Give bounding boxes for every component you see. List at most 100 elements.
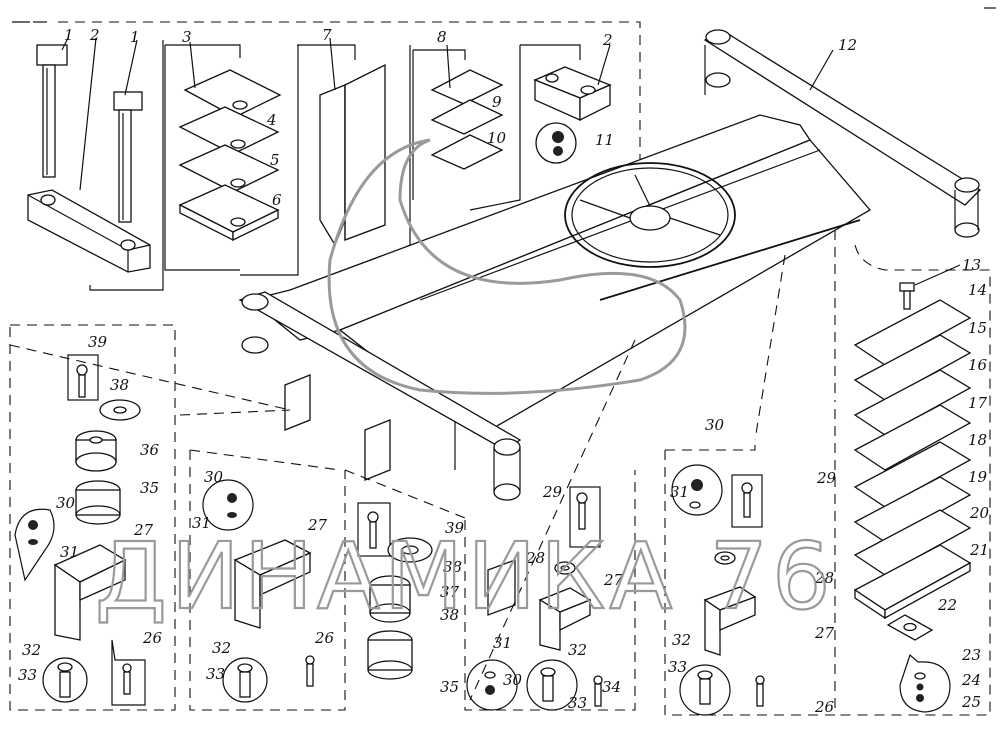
callout-21: 21 xyxy=(969,541,989,559)
callout-33a: 33 xyxy=(18,666,37,684)
plate-part-37 xyxy=(487,559,516,616)
callout-38b: 38 xyxy=(443,558,462,576)
nut-detail-part-11 xyxy=(535,122,577,164)
bolt-part-39-center xyxy=(357,502,391,557)
callout-2b: 2 xyxy=(602,31,613,49)
callout-labels: 1 2 1 3 4 5 6 7 8 9 10 2 11 12 13 14 15 … xyxy=(18,26,990,716)
watermark-text: ДИНАМИКА 76 xyxy=(95,523,835,630)
callout-27b: 27 xyxy=(307,516,328,534)
callout-18: 18 xyxy=(968,431,987,449)
callout-9: 9 xyxy=(492,93,502,111)
bracket-middle-left xyxy=(189,449,346,711)
callout-24: 24 xyxy=(961,671,981,689)
callout-8: 8 xyxy=(437,28,447,46)
nut-detail-30-31-middle xyxy=(202,479,254,531)
callout-22: 22 xyxy=(937,596,957,614)
bracket-8-10 xyxy=(412,49,466,200)
bolt-part-26-right xyxy=(755,675,765,707)
callout-23: 23 xyxy=(961,646,981,664)
callout-38c: 38 xyxy=(440,606,459,624)
plate-stack-14-21 xyxy=(853,299,972,620)
callout-1b: 1 xyxy=(130,28,140,46)
callout-29a: 29 xyxy=(542,483,563,501)
callout-14: 14 xyxy=(968,281,987,299)
bracket-right xyxy=(664,400,836,716)
callout-11: 11 xyxy=(595,131,614,149)
bracket-left-lower xyxy=(9,324,176,711)
washer-part-28-center xyxy=(554,561,576,575)
callout-38a: 38 xyxy=(110,376,129,394)
bracket-13-25 xyxy=(830,244,991,716)
bolt-part-26-left xyxy=(111,639,146,706)
callout-15: 15 xyxy=(968,319,987,337)
leader-lines xyxy=(61,37,961,286)
bolt-part-39-left xyxy=(67,354,99,401)
callout-29b: 29 xyxy=(816,469,837,487)
bracket-2-11 xyxy=(469,44,581,211)
bracket-part-27-middle xyxy=(233,539,312,629)
fitting-detail-32-33-right xyxy=(679,664,731,716)
callout-35a: 35 xyxy=(140,479,159,497)
main-frame-part-12 xyxy=(238,29,982,501)
callout-31c: 31 xyxy=(493,634,512,652)
callout-30c: 30 xyxy=(503,671,523,689)
bracket-1-2 xyxy=(89,40,164,291)
callout-2a: 2 xyxy=(89,26,100,44)
bushing-part-36-left xyxy=(75,430,117,472)
bolt-part-26-middle xyxy=(305,655,315,687)
plate-stack-3-6 xyxy=(178,69,282,242)
bolt-part-34 xyxy=(593,675,603,707)
callout-33c: 33 xyxy=(568,694,587,712)
plate-stack-8-10 xyxy=(430,69,504,170)
callout-31a: 31 xyxy=(60,543,79,561)
callout-33b: 33 xyxy=(206,665,225,683)
callout-27c: 27 xyxy=(603,571,624,589)
bushing-part-36-center xyxy=(369,575,411,623)
callout-5: 5 xyxy=(270,151,280,169)
callout-30d: 30 xyxy=(705,416,725,434)
nut-detail-30-31-right xyxy=(671,464,723,516)
callout-20: 20 xyxy=(969,504,990,522)
callout-32d: 32 xyxy=(672,631,691,649)
callout-36a: 36 xyxy=(140,441,160,459)
bracket-part-27-right xyxy=(703,586,757,656)
callout-13: 13 xyxy=(962,256,981,274)
angle-part-7 xyxy=(319,63,386,247)
callout-30b: 30 xyxy=(204,468,224,486)
bolt-part-29-center xyxy=(569,486,601,548)
fitting-detail-32-33-left xyxy=(42,657,88,703)
bolt-part-1-right xyxy=(113,91,143,223)
callout-19: 19 xyxy=(968,468,988,486)
callout-35b: 35 xyxy=(440,678,459,696)
nut-detail-30-31-center xyxy=(466,659,518,711)
bolt-part-1-left xyxy=(36,44,68,178)
bracket-group-3-6-right xyxy=(240,45,299,276)
callout-32b: 32 xyxy=(212,639,231,657)
fastener-detail-23-25 xyxy=(899,653,951,713)
callout-26d: 26 xyxy=(814,698,835,716)
callout-1a: 1 xyxy=(64,26,74,44)
callout-12: 12 xyxy=(838,36,857,54)
callout-33d: 33 xyxy=(668,658,687,676)
callout-31b: 31 xyxy=(192,514,211,532)
bracket-7 xyxy=(297,44,356,60)
callout-17: 17 xyxy=(968,394,988,412)
washer-part-38-center xyxy=(387,537,433,563)
callout-39b: 39 xyxy=(445,519,465,537)
callout-37: 37 xyxy=(440,583,460,601)
fitting-detail-32-33-center xyxy=(526,659,578,711)
bolt-part-29-right xyxy=(731,474,763,528)
callout-31d: 31 xyxy=(670,483,689,501)
callout-28b: 28 xyxy=(814,569,834,587)
washer-plate-part-22 xyxy=(886,614,934,641)
callout-30a: 30 xyxy=(56,494,76,512)
bolt-part-13 xyxy=(899,282,915,310)
assembly-lines xyxy=(9,230,836,701)
callout-28a: 28 xyxy=(525,549,545,567)
callout-3: 3 xyxy=(182,28,192,46)
bracket-part-27-left xyxy=(53,544,127,641)
callout-27a: 27 xyxy=(133,521,154,539)
callout-6: 6 xyxy=(272,191,282,209)
block-part-2 xyxy=(533,66,612,122)
